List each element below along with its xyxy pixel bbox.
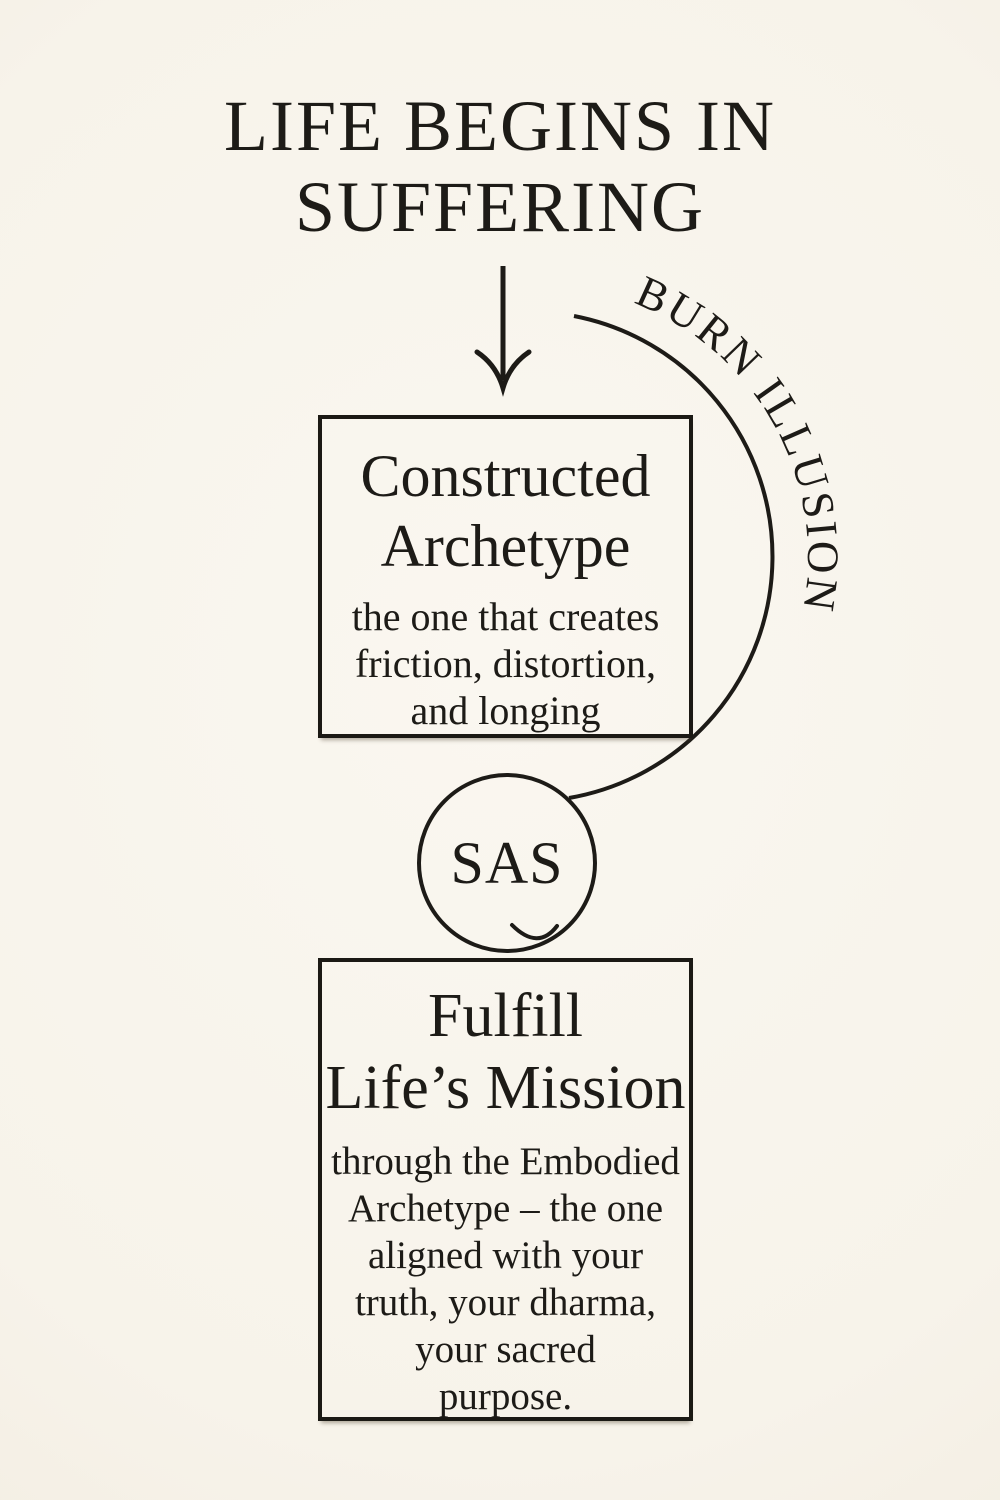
body-line: your sacred (415, 1328, 596, 1371)
fulfill-mission-description: through the Embodied Archetype – the one… (322, 1138, 689, 1420)
constructed-archetype-description: the one that creates friction, distortio… (322, 593, 689, 734)
heading-line: Constructed (360, 443, 651, 509)
fulfill-mission-box: Fulfill Life’s Mission through the Embod… (318, 958, 693, 1421)
sas-label: SAS (450, 830, 564, 896)
body-line: aligned with your (367, 1234, 644, 1277)
heading-line: Life’s Mission (325, 1054, 686, 1122)
fulfill-mission-heading: Fulfill Life’s Mission (322, 980, 689, 1124)
body-line: purpose. (438, 1375, 573, 1418)
title-line-1: LIFE BEGINS IN (224, 86, 776, 166)
title-line-2: SUFFERING (294, 167, 706, 247)
heading-line: Fulfill (427, 982, 584, 1050)
body-line: the one that creates (351, 594, 660, 639)
body-line: through the Embodied (331, 1140, 680, 1183)
constructed-archetype-box: Constructed Archetype the one that creat… (318, 415, 693, 738)
constructed-archetype-heading: Constructed Archetype (322, 441, 689, 581)
body-line: friction, distortion, (354, 641, 657, 686)
body-line: and longing (410, 688, 601, 733)
heading-line: Archetype (380, 513, 631, 579)
body-line: truth, your dharma, (354, 1281, 657, 1324)
body-line: Archetype – the one (347, 1187, 664, 1230)
page-title: LIFE BEGINS IN SUFFERING (0, 86, 1000, 248)
sas-circle-hook (510, 923, 559, 941)
down-arrow-head (474, 349, 532, 397)
